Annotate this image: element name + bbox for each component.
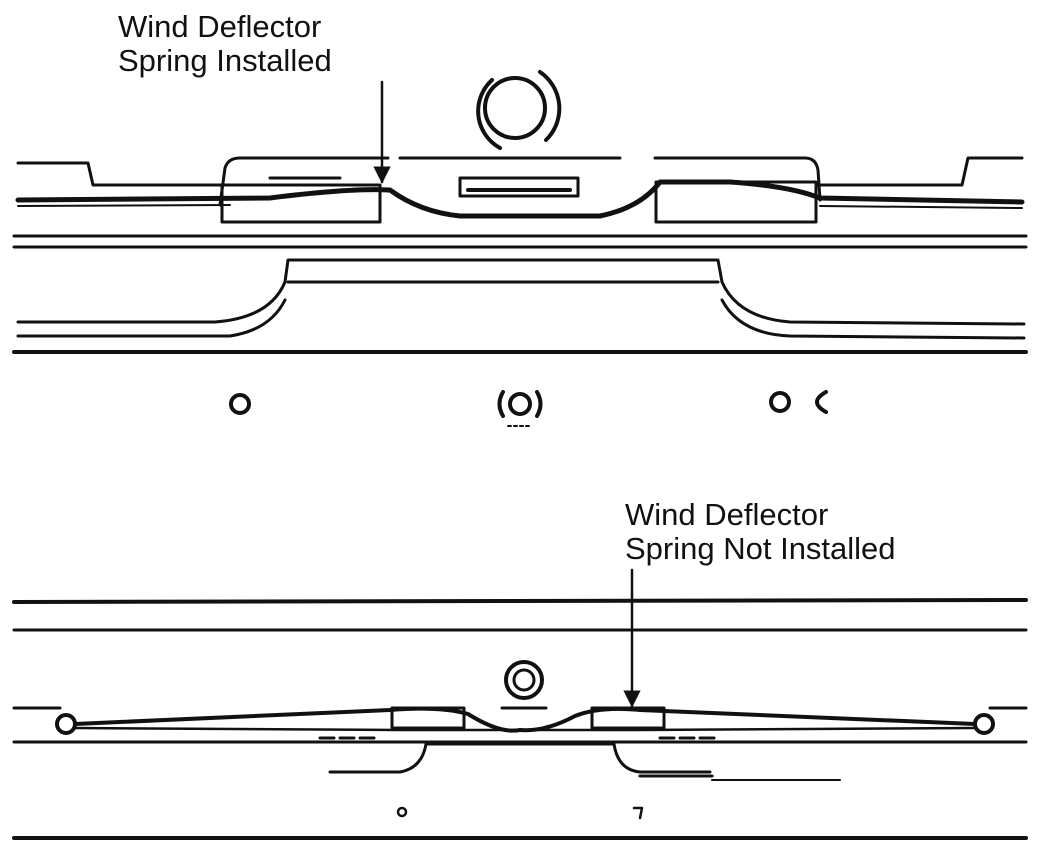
bottom-left-clip bbox=[390, 706, 466, 730]
top-deflector-housing bbox=[218, 156, 390, 207]
top-left-clip bbox=[220, 183, 382, 224]
callout-spring-installed-line1: Wind Deflector bbox=[118, 9, 322, 44]
top-center-latch bbox=[458, 176, 580, 198]
bottom-view-spring-not-installed bbox=[12, 568, 1028, 840]
top-hinge-bolt bbox=[476, 70, 562, 150]
bottom-raised-plate bbox=[328, 742, 428, 774]
callout-spring-not-installed-line2: Spring Not Installed bbox=[625, 531, 896, 566]
bottom-right-clip bbox=[590, 706, 666, 730]
top-left-step-profile bbox=[16, 161, 224, 187]
callout-spring-installed-line2: Spring Installed bbox=[118, 43, 332, 78]
callout-spring-not-installed-line1: Wind Deflector bbox=[625, 497, 829, 532]
callout-spring-installed: Wind Deflector Spring Installed bbox=[118, 10, 332, 78]
top-mount-hole-right bbox=[769, 391, 791, 413]
top-deflector-spring bbox=[15, 179, 1025, 219]
bottom-rail-1 bbox=[12, 598, 1028, 604]
top-mount-hole-center bbox=[508, 392, 532, 416]
bottom-hinge-bolt bbox=[504, 660, 544, 700]
top-right-step-profile bbox=[816, 156, 1024, 187]
top-raised-plate bbox=[16, 258, 1026, 326]
top-view-spring-installed bbox=[12, 70, 1028, 427]
bottom-deflector-spring bbox=[73, 706, 977, 733]
top-mount-slot-right bbox=[815, 390, 828, 414]
bottom-eyelet-left bbox=[55, 713, 77, 735]
bottom-mount-hole-right bbox=[632, 806, 644, 820]
top-mount-hole-left bbox=[229, 393, 251, 415]
bottom-mount-hole-left bbox=[396, 806, 408, 818]
top-right-clip bbox=[654, 180, 818, 224]
callout-spring-not-installed: Wind Deflector Spring Not Installed bbox=[625, 498, 896, 566]
bottom-eyelet-right bbox=[973, 713, 995, 735]
